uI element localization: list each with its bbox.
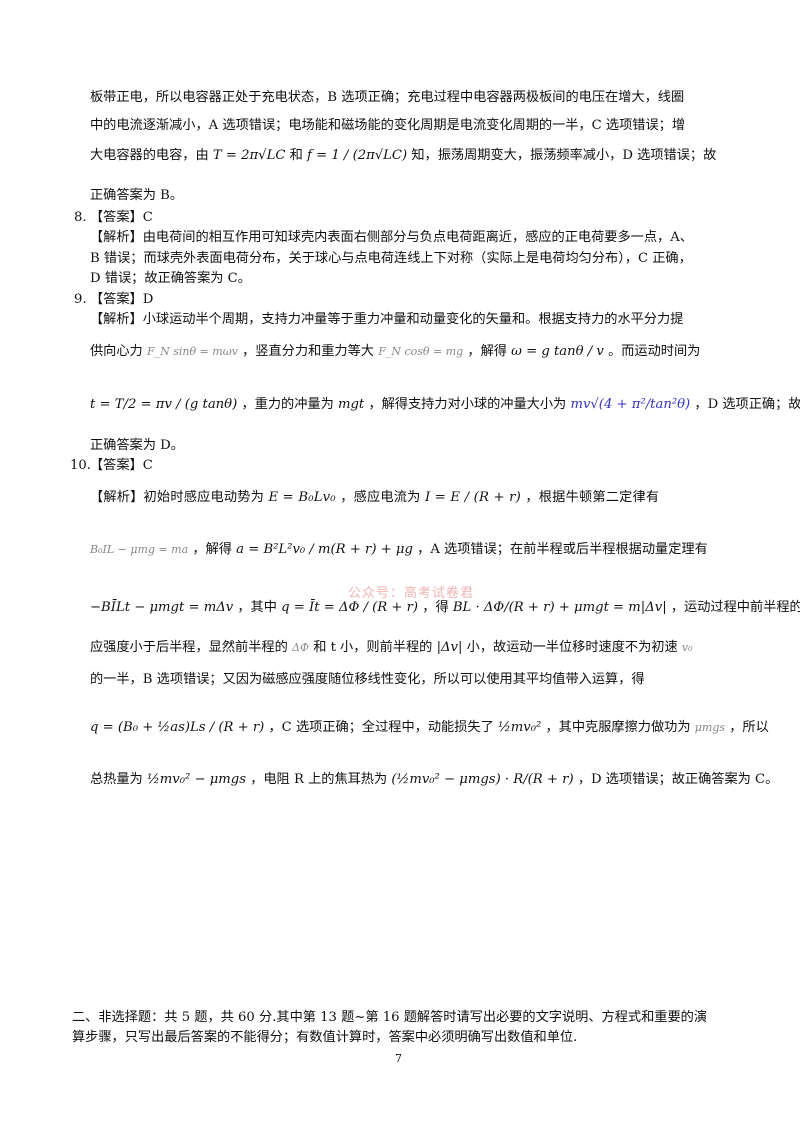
text-line: 正确答案为 D。 [90,438,184,453]
formula: mv√(4 + π²/tan²θ) [570,397,691,412]
formula: ½mv₀² [497,720,542,735]
formula: −BĪLt − μmgt = mΔv [90,600,234,615]
formula: ΔΦ [292,641,309,654]
question-number: 9. [74,292,87,307]
text-line: 供向心力 F_N sinθ = mωv ，竖直分力和重力等大 F_N cosθ … [90,342,730,362]
text-span: ，D 选项错误；故正确答案为 C。 [577,772,779,787]
formula: v₀ [681,641,693,654]
answer-label: 【答案】C [90,210,153,225]
text-span: ，电阻 R 上的焦耳热为 [250,772,388,787]
text-span: 大电容器的电容，由 [90,148,209,163]
formula: F_N sinθ = mωv [146,345,238,358]
section-heading: 算步骤，只写出最后答案的不能得分；有数值计算时，答案中必须明确写出数值和单位. [72,1030,578,1045]
text-span: 和 [289,148,303,163]
text-line: 大电容器的电容，由 T = 2π√LC 和 f = 1 / (2π√LC) 知，… [90,146,730,166]
formula: (½mv₀² − μmgs) · R/(R + r) [391,772,574,787]
text-span: ，解得 [467,344,507,359]
text-span: ，A 选项错误；在前半程或后半程根据动量定理有 [417,542,708,557]
formula: T = 2π√LC [212,148,286,163]
formula: ½mv₀² − μmgs [146,772,246,787]
text-span: ，运动过程中前半程的磁感 [670,600,800,615]
text-span: 总热量为 [90,772,143,787]
text-line: 的一半，B 选项错误；又因为磁感应强度随位移线性变化，所以可以使用其平均值带入运… [90,672,645,687]
text-span: ，竖直分力和重力等大 [242,344,374,359]
text-span: ，C 选项正确；全过程中，动能损失了 [268,720,494,735]
watermark: 公众号：高考试卷君 [348,586,475,601]
text-line: t = T/2 = πv / (g tanθ) ，重力的冲量为 mgt ，解得支… [90,395,800,415]
formula: ω = g tanθ / v [511,344,604,359]
formula: BL · ΔΦ/(R + r) + μmgt = m|Δv| [452,600,667,615]
question-number: 10. [70,458,91,473]
text-span: 小，故运动一半位移时速度不为初速 [466,640,678,655]
formula: B₀IL − μmg = ma [90,543,189,556]
text-line: B 错误；而球壳外表面电荷分布，关于球心与点电荷连线上下对称（实际上是电荷均匀分… [90,251,692,266]
formula: t = T/2 = πv / (g tanθ) [90,397,238,412]
text-span: ，解得支持力对小球的冲量大小为 [368,397,567,412]
formula: μmgs [694,721,726,734]
answer-label: 【答案】D [90,292,154,307]
text-line: 板带正电，所以电容器正处于充电状态，B 选项正确；充电过程中电容器两极板间的电压… [90,90,685,105]
answer-label: 【答案】C [90,458,153,473]
text-line: 正确答案为 B。 [90,188,184,203]
text-span: 【解析】初始时感应电动势为 [90,490,265,505]
text-line: 【解析】由电荷间的相互作用可知球壳内表面右侧部分与负点电荷距离近，感应的正电荷要… [90,230,693,245]
text-span: 。而运动时间为 [608,344,701,359]
text-line: 应强度小于后半程，显然前半程的 ΔΦ 和 t 小，则前半程的 |Δv| 小，故运… [90,638,730,658]
formula: E = B₀Lv₀ [268,490,336,505]
text-span: ，其中 [237,600,277,615]
text-line: −BĪLt − μmgt = mΔv ，其中 q = Īt = ΔΦ / (R … [90,598,800,618]
section-heading: 二、非选择题：共 5 题，共 60 分.其中第 13 题~第 16 题解答时请写… [72,1010,708,1025]
text-line: B₀IL − μmg = ma ，解得 a = B²L²v₀ / m(R + r… [90,540,730,560]
text-span: ，所以 [729,720,769,735]
text-line: 【解析】初始时感应电动势为 E = B₀Lv₀ ，感应电流为 I = E / (… [90,488,730,508]
formula: f = 1 / (2π√LC) [307,148,408,163]
page-number: 7 [395,1052,402,1065]
formula: I = E / (R + r) [424,490,521,505]
text-line: D 错误；故正确答案为 C。 [90,271,251,286]
text-line: 中的电流逐渐减小，A 选项错误；电场能和磁场能的变化周期是电流变化周期的一半，C… [90,118,686,133]
formula: q = (B₀ + ½as)Ls / (R + r) [90,720,265,735]
text-span: 应强度小于后半程，显然前半程的 [90,640,288,655]
text-span: ，重力的冲量为 [241,397,334,412]
formula: mgt [337,397,365,412]
text-span: ，根据牛顿第二定律有 [525,490,660,505]
formula: a = B²L²v₀ / m(R + r) + μg [236,542,413,557]
text-line: 【解析】小球运动半个周期，支持力冲量等于重力冲量和动量变化的矢量和。根据支持力的… [90,312,684,327]
formula: |Δv| [436,640,463,655]
text-span: ，感应电流为 [340,490,421,505]
text-line: q = (B₀ + ½as)Ls / (R + r) ，C 选项正确；全过程中，… [90,718,769,738]
text-span: 和 t 小，则前半程的 [313,640,433,655]
text-span: 知，振荡周期变大，振荡频率减小，D 选项错误；故 [411,148,717,163]
formula: q = Īt = ΔΦ / (R + r) [281,600,419,615]
text-line: 总热量为 ½mv₀² − μmgs ，电阻 R 上的焦耳热为 (½mv₀² − … [90,770,778,790]
formula: F_N cosθ = mg [378,345,464,358]
text-span: ，D 选项正确；故 [694,397,800,412]
text-span: ，解得 [192,542,232,557]
text-span: ，得 [422,600,449,615]
text-span: ，其中克服摩擦力做功为 [545,720,691,735]
question-number: 8. [74,210,87,225]
text-span: 供向心力 [90,344,143,359]
